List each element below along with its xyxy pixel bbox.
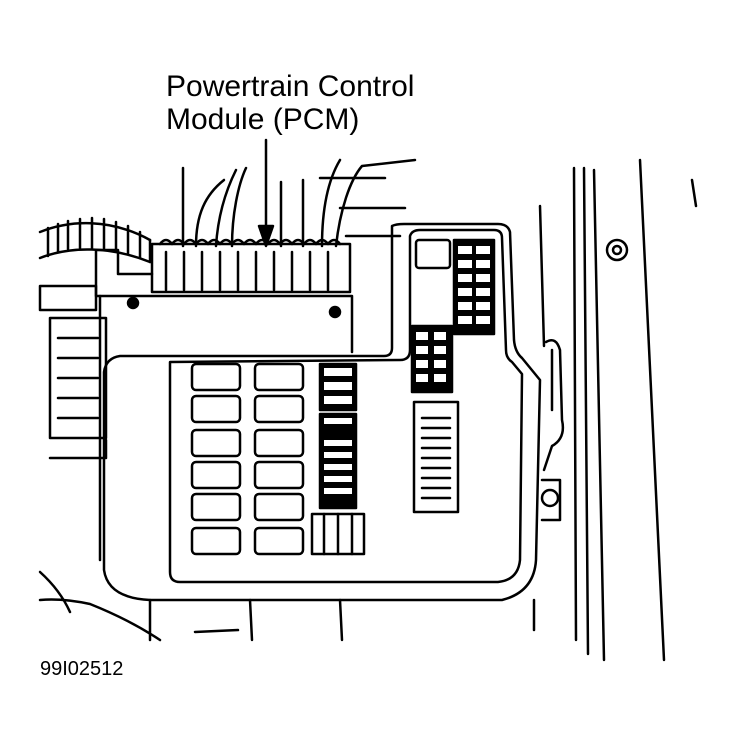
wire-bundle [183, 160, 415, 246]
maxi-fuse-slots [192, 364, 303, 554]
cable-clamp [540, 206, 563, 520]
lower-body-contour [40, 572, 160, 640]
wiring-harness-conduit [40, 218, 150, 262]
power-distribution-box [104, 224, 540, 640]
pcm-housing [40, 250, 352, 560]
fender-panel [574, 160, 696, 660]
callout-leader-arrow [257, 140, 275, 248]
pcm-callout-line-1: Powertrain Control [166, 70, 415, 103]
pcm-callout-line-2: Module (PCM) [166, 103, 360, 136]
figure-id-label: 99I02512 [40, 658, 124, 680]
mini-fuse-column-center [312, 364, 364, 554]
pcm-callout-label: Powertrain Control Module (PCM) [166, 70, 414, 136]
mini-fuse-column-right [412, 240, 494, 512]
pcm-connector [152, 240, 350, 292]
